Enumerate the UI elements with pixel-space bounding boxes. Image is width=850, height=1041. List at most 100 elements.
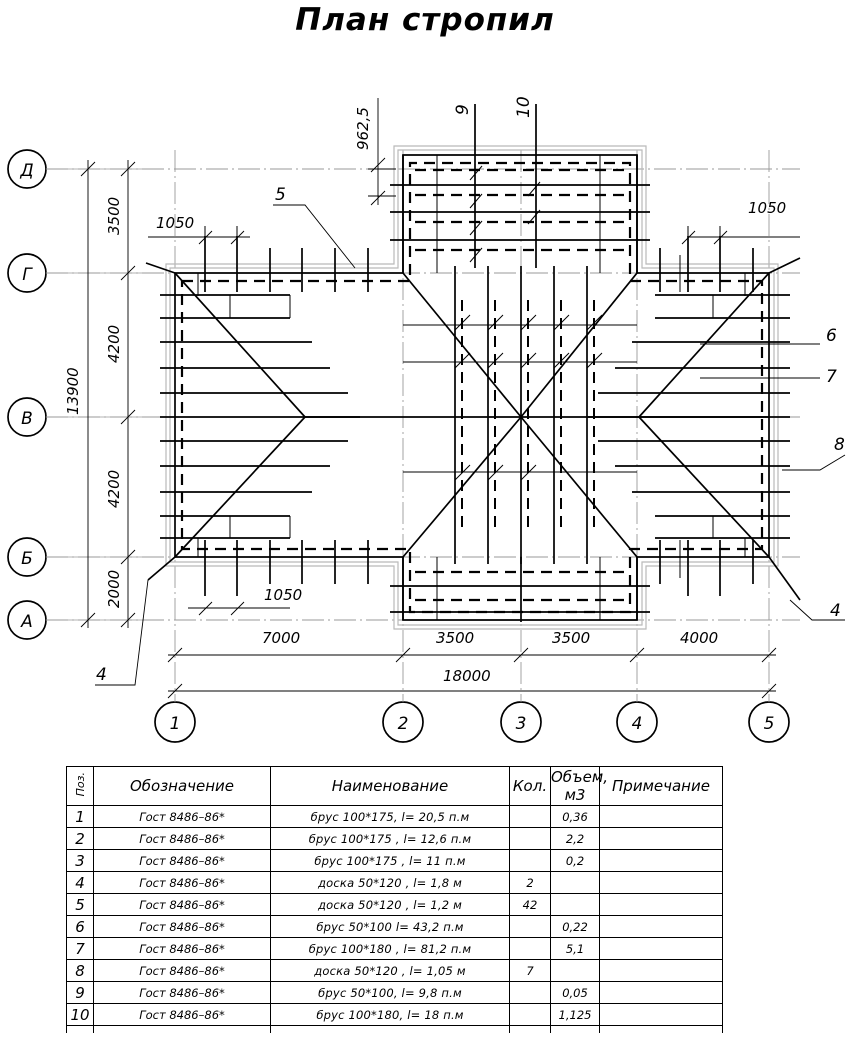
leader-label-9: 9 [453, 104, 473, 115]
rafter-plan-drawing: .thin {stroke:#000;stroke-width:1;fill:n… [7, 96, 846, 743]
cell-name: брус 50*100 l= 43,2 п.м [270, 915, 510, 938]
cell-pos: 5 [66, 893, 94, 916]
table-row-partial [66, 1025, 723, 1033]
cell-pos: 10 [66, 1003, 94, 1026]
dim-962-5: 962,5 [354, 107, 372, 150]
axis-bubble-5: 5 [748, 701, 790, 743]
cell-note [599, 871, 723, 894]
leader-label-5: 5 [275, 185, 286, 205]
page-title: План стропил [295, 2, 555, 38]
header-volume: Объем, м3 [550, 766, 608, 806]
axis-bubble-3: 3 [500, 701, 542, 743]
rafters-left-zone [160, 273, 360, 557]
cell-pos: 8 [66, 959, 94, 982]
header-designation: Обозначение [93, 766, 271, 806]
cell-designation: Гост 8486–86* [93, 1003, 271, 1026]
cell-pos: 3 [66, 849, 94, 872]
leader-8: 8 [782, 435, 846, 471]
dim-3500-right: 3500 [552, 629, 590, 647]
leader-label-8: 8 [834, 435, 845, 455]
dim-1050-top-right: 1050 [748, 199, 786, 217]
detail-dim-1050-top-left: 1050 [148, 214, 250, 248]
table-header-row: Поз. Обозначение Наименование Кол. Объем… [66, 766, 723, 806]
leader-label-4-right: 4 [830, 601, 841, 621]
cell-name: брус 100*180 , l= 81,2 п.м [270, 937, 510, 960]
wall-dashed-outline [180, 161, 764, 614]
rafters-right-zone [588, 273, 790, 557]
upper-wing-framing [390, 104, 650, 273]
cell-qty [509, 981, 551, 1004]
hip-rafter-lines [145, 155, 801, 620]
cell-note [599, 981, 723, 1004]
dim-4000: 4000 [680, 629, 718, 647]
leader-label-6: 6 [826, 326, 837, 346]
leader-label-7: 7 [826, 367, 837, 387]
cell-partial [270, 1025, 510, 1033]
axis-bubble-A: А [7, 600, 47, 640]
specification-table: Поз. Обозначение Наименование Кол. Объем… [66, 766, 723, 1033]
axis-bubble-D: Д [7, 149, 47, 189]
cell-volume: 5,1 [550, 937, 600, 960]
cell-designation: Гост 8486–86* [93, 981, 271, 1004]
header-name: Наименование [270, 766, 510, 806]
wing-corner-detail [637, 255, 681, 578]
cell-volume: 0,05 [550, 981, 600, 1004]
cell-designation: Гост 8486–86* [93, 805, 271, 828]
cell-pos: 7 [66, 937, 94, 960]
cell-volume [550, 893, 600, 916]
cell-note [599, 849, 723, 872]
cell-note [599, 805, 723, 828]
cell-pos: 9 [66, 981, 94, 1004]
cell-name: доска 50*120 , l= 1,8 м [270, 871, 510, 894]
lower-wing-framing [390, 557, 650, 622]
dim-2000-vertical: 2000 [105, 570, 123, 608]
cell-volume [550, 959, 600, 982]
cell-pos: 6 [66, 915, 94, 938]
cell-designation: Гост 8486–86* [93, 893, 271, 916]
detail-dim-962: 962,5 [354, 98, 396, 206]
axis-bubble-1: 1 [154, 701, 196, 743]
vertical-dim-total: 13900 [64, 160, 96, 628]
axis-bubble-4: 4 [616, 701, 658, 743]
header-pos: Поз. [66, 766, 94, 806]
leader-9: 9 [453, 104, 476, 130]
eave-outline [165, 145, 779, 630]
cell-note [599, 937, 723, 960]
cell-qty [509, 827, 551, 850]
rafter-sticks-bottom-left [204, 540, 369, 596]
dim-13900-total: 13900 [64, 367, 82, 415]
cell-pos: 1 [66, 805, 94, 828]
leader-5: 5 [273, 185, 356, 269]
detail-dim-1050-bottom-left: 1050 [188, 586, 302, 616]
dim-18000-total: 18000 [443, 667, 491, 685]
cell-qty [509, 937, 551, 960]
cell-name: доска 50*120 , l= 1,2 м [270, 893, 510, 916]
cell-qty [509, 915, 551, 938]
axis-label-V: В [21, 409, 33, 429]
axis-label-D: Д [19, 161, 33, 181]
horizontal-dim-chain: 7000 3500 3500 4000 [167, 629, 777, 663]
cell-qty [509, 1003, 551, 1026]
cell-volume: 0,36 [550, 805, 600, 828]
leader-6: 6 [700, 326, 837, 346]
dim-1050-bottom-left: 1050 [264, 586, 302, 604]
cell-designation: Гост 8486–86* [93, 915, 271, 938]
axis-label-1: 1 [170, 714, 181, 734]
cell-name: брус 100*175, l= 20,5 п.м [270, 805, 510, 828]
cell-partial [66, 1025, 94, 1033]
cell-designation: Гост 8486–86* [93, 827, 271, 850]
cell-volume: 0,2 [550, 849, 600, 872]
detail-dim-1050-top-right: 1050 [681, 199, 800, 248]
vertical-dim-chain: 3500 4200 4200 2000 [105, 160, 136, 628]
axis-bubble-G: Г [7, 253, 47, 293]
axis-bubble-2: 2 [382, 701, 424, 743]
dim-3500-vertical: 3500 [105, 197, 123, 235]
